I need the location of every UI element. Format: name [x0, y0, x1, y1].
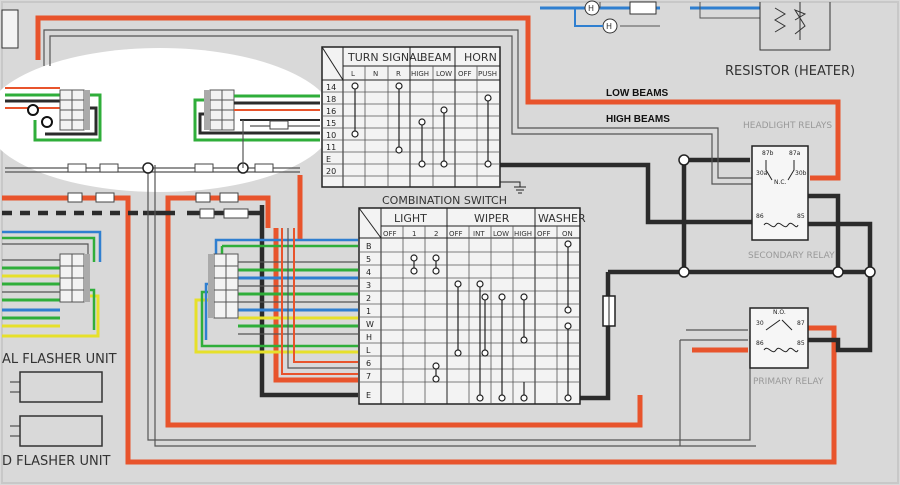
pin-15: 15 — [326, 119, 336, 128]
relay-pin-86p: 86 — [756, 340, 764, 347]
pin-e: E — [326, 155, 331, 164]
resistor-label: RESISTOR (HEATER) — [725, 64, 855, 79]
light-sub-1: 1 — [412, 230, 416, 238]
pin-5: 5 — [366, 255, 371, 264]
relay-pin-86: 86 — [756, 213, 764, 220]
light-sub-off: OFF — [383, 230, 397, 238]
pin-7: 7 — [366, 372, 371, 381]
high-beams-label: HIGH BEAMS — [606, 114, 670, 125]
relay-pin-87a: 87a — [789, 150, 801, 157]
combination-switch: COMBINATION SWITCH — [358, 194, 586, 405]
left-harness-connectors — [59, 253, 239, 319]
turn-sub-r: R — [396, 70, 401, 78]
turn-sub-n: N — [373, 70, 378, 78]
wiper-sub-int: INT — [473, 230, 485, 238]
ellipse-connectors — [5, 87, 320, 168]
primary-relay-label: PRIMARY RELAY — [753, 377, 824, 387]
wiper-header: WIPER — [474, 212, 510, 225]
flasher-unit-label-1: AL FLASHER UNIT — [2, 352, 117, 367]
turn-signal-header: TURN SIGNAL — [347, 51, 424, 64]
relay-pin-87: 87 — [797, 320, 805, 327]
beam-sub-low: LOW — [436, 70, 452, 78]
relay-pin-85p: 85 — [797, 340, 805, 347]
wiper-sub-off: OFF — [449, 230, 463, 238]
light-header: LIGHT — [394, 212, 427, 225]
turn-sub-l: L — [351, 70, 355, 78]
washer-sub-off: OFF — [537, 230, 551, 238]
pin-14: 14 — [326, 83, 336, 92]
svg-text:H: H — [588, 4, 594, 13]
pin-4: 4 — [366, 268, 371, 277]
turn-beam-switch: TURN SIGNAL BEAM HORN L N R HIGH LOW OFF… — [321, 46, 526, 194]
low-beams-label: LOW BEAMS — [606, 88, 669, 99]
top-harness — [5, 162, 300, 219]
horn-sub-off: OFF — [458, 70, 472, 78]
pin-20: 20 — [326, 167, 336, 176]
pin-b: B — [366, 242, 372, 251]
left-harness-wires — [2, 228, 358, 375]
pin-10: 10 — [326, 131, 336, 140]
wiper-sub-low: LOW — [493, 230, 509, 238]
primary-relay: 30 N.O. 87 86 85 PRIMARY RELAY — [749, 307, 824, 387]
pin-h: H — [366, 333, 372, 342]
partial-box — [1, 9, 19, 49]
flasher-unit-label-2: D FLASHER UNIT — [2, 454, 111, 469]
washer-sub-on: ON — [562, 230, 573, 238]
pin-e2: E — [366, 391, 371, 400]
beam-header: BEAM — [420, 51, 452, 64]
pin-1: 1 — [366, 307, 371, 316]
svg-text:H: H — [606, 22, 612, 31]
top-right-components: H H RESISTOR (HEATER) — [540, 0, 855, 79]
pin-3: 3 — [366, 281, 371, 290]
relay-no: N.O. — [773, 309, 786, 316]
horn-sub-push: PUSH — [478, 70, 497, 78]
relay-pin-85: 85 — [797, 213, 805, 220]
junctions — [678, 154, 876, 278]
pin-l: L — [366, 346, 371, 355]
combination-switch-title: COMBINATION SWITCH — [382, 194, 507, 207]
relay-pin-87b: 87b — [762, 150, 774, 157]
pin-11: 11 — [326, 143, 336, 152]
beam-sub-high: HIGH — [411, 70, 429, 78]
pin-16: 16 — [326, 107, 336, 116]
pin-2: 2 — [366, 294, 371, 303]
secondary-relay-label: SECONDARY RELAY — [748, 251, 835, 261]
headlight-relays-label: HEADLIGHT RELAYS — [743, 121, 832, 131]
relay-pin-30b: 30b — [795, 170, 807, 177]
relay-nc: N.C. — [774, 179, 787, 186]
pin-18: 18 — [326, 95, 336, 104]
flasher-units: AL FLASHER UNIT D FLASHER UNIT — [2, 352, 117, 469]
wiper-sub-high: HIGH — [514, 230, 532, 238]
washer-header: WASHER — [538, 212, 586, 225]
highlight-ellipse — [0, 48, 335, 192]
relay-pin-30a: 30a — [756, 170, 768, 177]
light-sub-2: 2 — [434, 230, 438, 238]
thin-wires — [43, 29, 756, 447]
relay-pin-30: 30 — [756, 320, 764, 327]
horn-header: HORN — [464, 51, 497, 64]
pin-6: 6 — [366, 359, 371, 368]
secondary-relay: 87b 87a 30a N.C. 30b 86 85 SECONDARY REL… — [748, 145, 835, 261]
pin-w: W — [366, 320, 374, 329]
